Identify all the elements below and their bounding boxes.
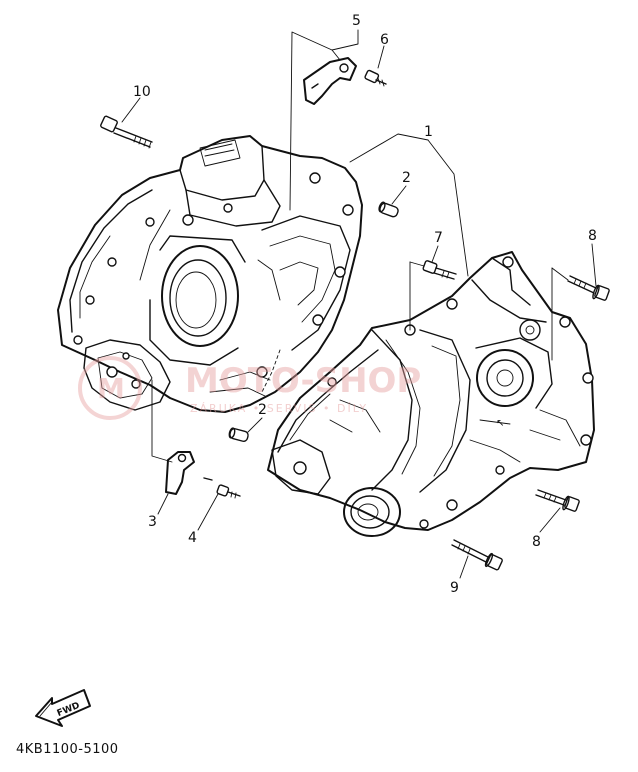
left-crankcase [57,135,363,413]
callout-8-lower: 8 [532,534,541,550]
part-2-dowel-upper [378,201,399,218]
part-3-bracket [165,451,213,495]
part-2-dowel-lower [228,427,249,442]
callout-7: 7 [434,230,443,246]
callout-1: 1 [424,124,433,140]
callout-8-upper: 8 [588,228,597,244]
callout-4: 4 [188,530,197,546]
watermark-logo-letter: M [97,372,125,405]
watermark-brand: MOTO-SHOP [185,361,421,401]
part-4-bolt [216,484,241,499]
part-7-bolt [422,260,457,280]
part-8-bolt-upper [567,275,610,301]
right-crankcase: ↖ [267,251,595,537]
callout-6: 6 [380,32,389,48]
watermark-tagline: ZÁRUKA • SERVIS • DÍLY [190,402,368,415]
part-5-bracket [303,57,357,105]
callout-5: 5 [352,13,361,29]
callout-3: 3 [148,514,157,530]
part-10-long-bolt [100,115,153,149]
callout-2-lower: 2 [258,402,267,418]
callout-10: 10 [133,84,151,100]
watermark-logo-ring [78,356,142,420]
svg-text:↖: ↖ [496,418,504,429]
leader-lines [121,29,597,579]
diagram-part-code: 4KB1100-5100 [16,742,119,757]
part-8-bolt-lower [535,489,580,512]
part-6-bolt [364,69,387,87]
callout-2-upper: 2 [402,170,411,186]
part-9-long-bolt [451,539,503,571]
fwd-arrow-icon: FWD [35,689,91,727]
watermark: M MOTO-SHOP ZÁRUKA • SERVIS • DÍLY [78,356,421,420]
callout-9: 9 [450,580,459,596]
callout-labels: 5 6 10 1 2 7 8 2 3 4 8 9 [133,13,597,596]
